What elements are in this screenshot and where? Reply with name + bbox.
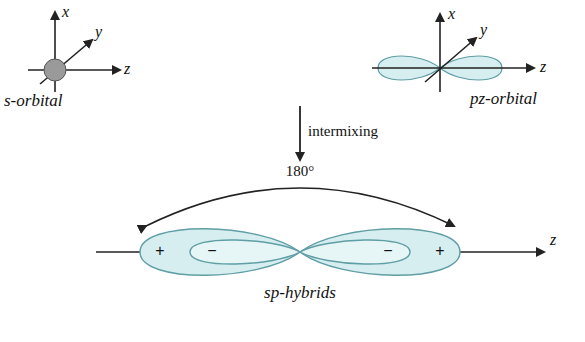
orbital-name: s-orbital [4,92,63,109]
axis-label: z [550,232,556,248]
angle-label: 180° [286,164,315,179]
axis-label: z [124,61,130,77]
axis-label: x [448,6,455,22]
phase-sign: − [383,243,392,259]
axis-label: z [540,59,546,75]
process-arrow [299,106,301,160]
axis-label: y [95,24,102,40]
angle-arc [146,188,454,226]
hybrid-name: sp-hybrids [264,284,336,301]
phase-sign: − [207,243,216,259]
sp-hybrid-lobes [140,229,460,276]
axis-label: y [480,22,487,38]
axis-label: x [62,4,69,20]
s-orbital-sphere [44,59,66,81]
phase-sign: + [155,243,164,259]
process-label: intermixing [308,124,378,139]
orbital-name: pz-orbital [470,90,537,107]
phase-sign: + [435,243,444,259]
